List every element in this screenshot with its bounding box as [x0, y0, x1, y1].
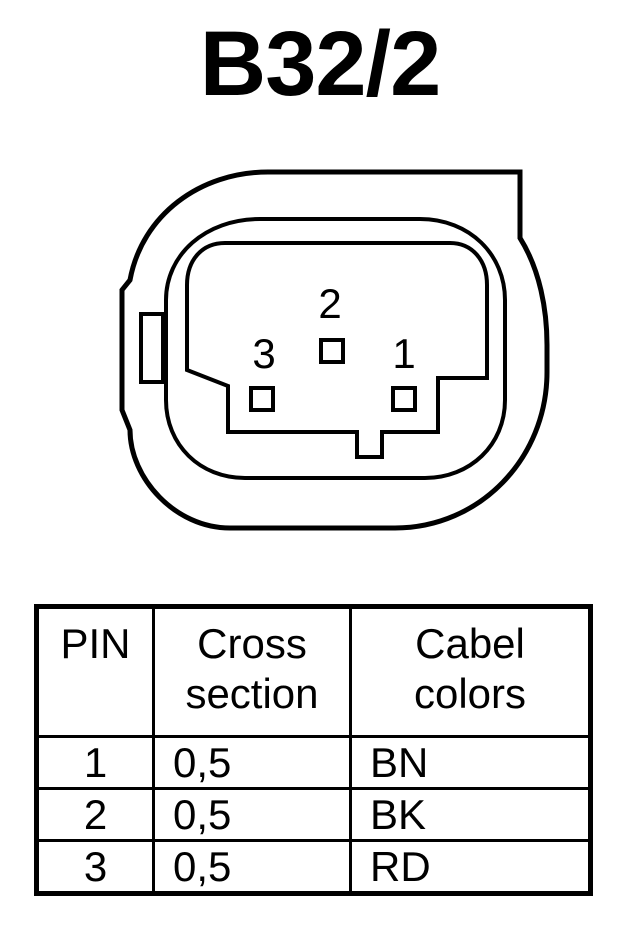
connector-cavity	[185, 241, 489, 459]
header-pin: PIN	[35, 605, 155, 738]
connector-diagram: 2 3 1	[119, 169, 550, 531]
header-colors-line2: colors	[413, 670, 527, 717]
header-cross-section: Cross section	[152, 605, 352, 738]
pin-assignment-table: PIN Cross section Cabel colors 1 0,5 BN …	[34, 604, 593, 896]
pin-1-label: 1	[392, 330, 415, 377]
row-3-color: RD	[349, 839, 592, 895]
header-cross-line2: section	[185, 670, 319, 717]
table-row: 1 0,5 BN	[35, 735, 592, 790]
table-row: 3 0,5 RD	[35, 839, 592, 895]
header-cable-colors: Cabel colors	[349, 605, 592, 738]
row-1-pin: 1	[35, 735, 155, 790]
pin-2-label: 2	[318, 280, 341, 327]
connector-side-latch	[139, 312, 165, 384]
connector-outer-housing	[119, 169, 550, 531]
row-3-cross-section: 0,5	[152, 839, 352, 895]
pin-1-contact	[391, 386, 417, 412]
header-pin-line1: PIN	[60, 620, 131, 667]
row-2-cross-section: 0,5	[152, 787, 352, 842]
row-3-pin: 3	[35, 839, 155, 895]
row-2-pin: 2	[35, 787, 155, 842]
pin-3-contact	[249, 386, 275, 412]
table-header-row: PIN Cross section Cabel colors	[35, 605, 592, 738]
pin-3-label: 3	[252, 330, 275, 377]
row-2-color: BK	[349, 787, 592, 842]
row-1-color: BN	[349, 735, 592, 790]
connector-title: B32/2	[199, 13, 442, 115]
connector-inner-frame	[164, 217, 507, 480]
table-row: 2 0,5 BK	[35, 787, 592, 842]
pin-2-contact	[319, 338, 345, 364]
header-colors-line1: Cabel	[415, 620, 525, 667]
header-cross-line1: Cross	[197, 620, 307, 667]
row-1-cross-section: 0,5	[152, 735, 352, 790]
